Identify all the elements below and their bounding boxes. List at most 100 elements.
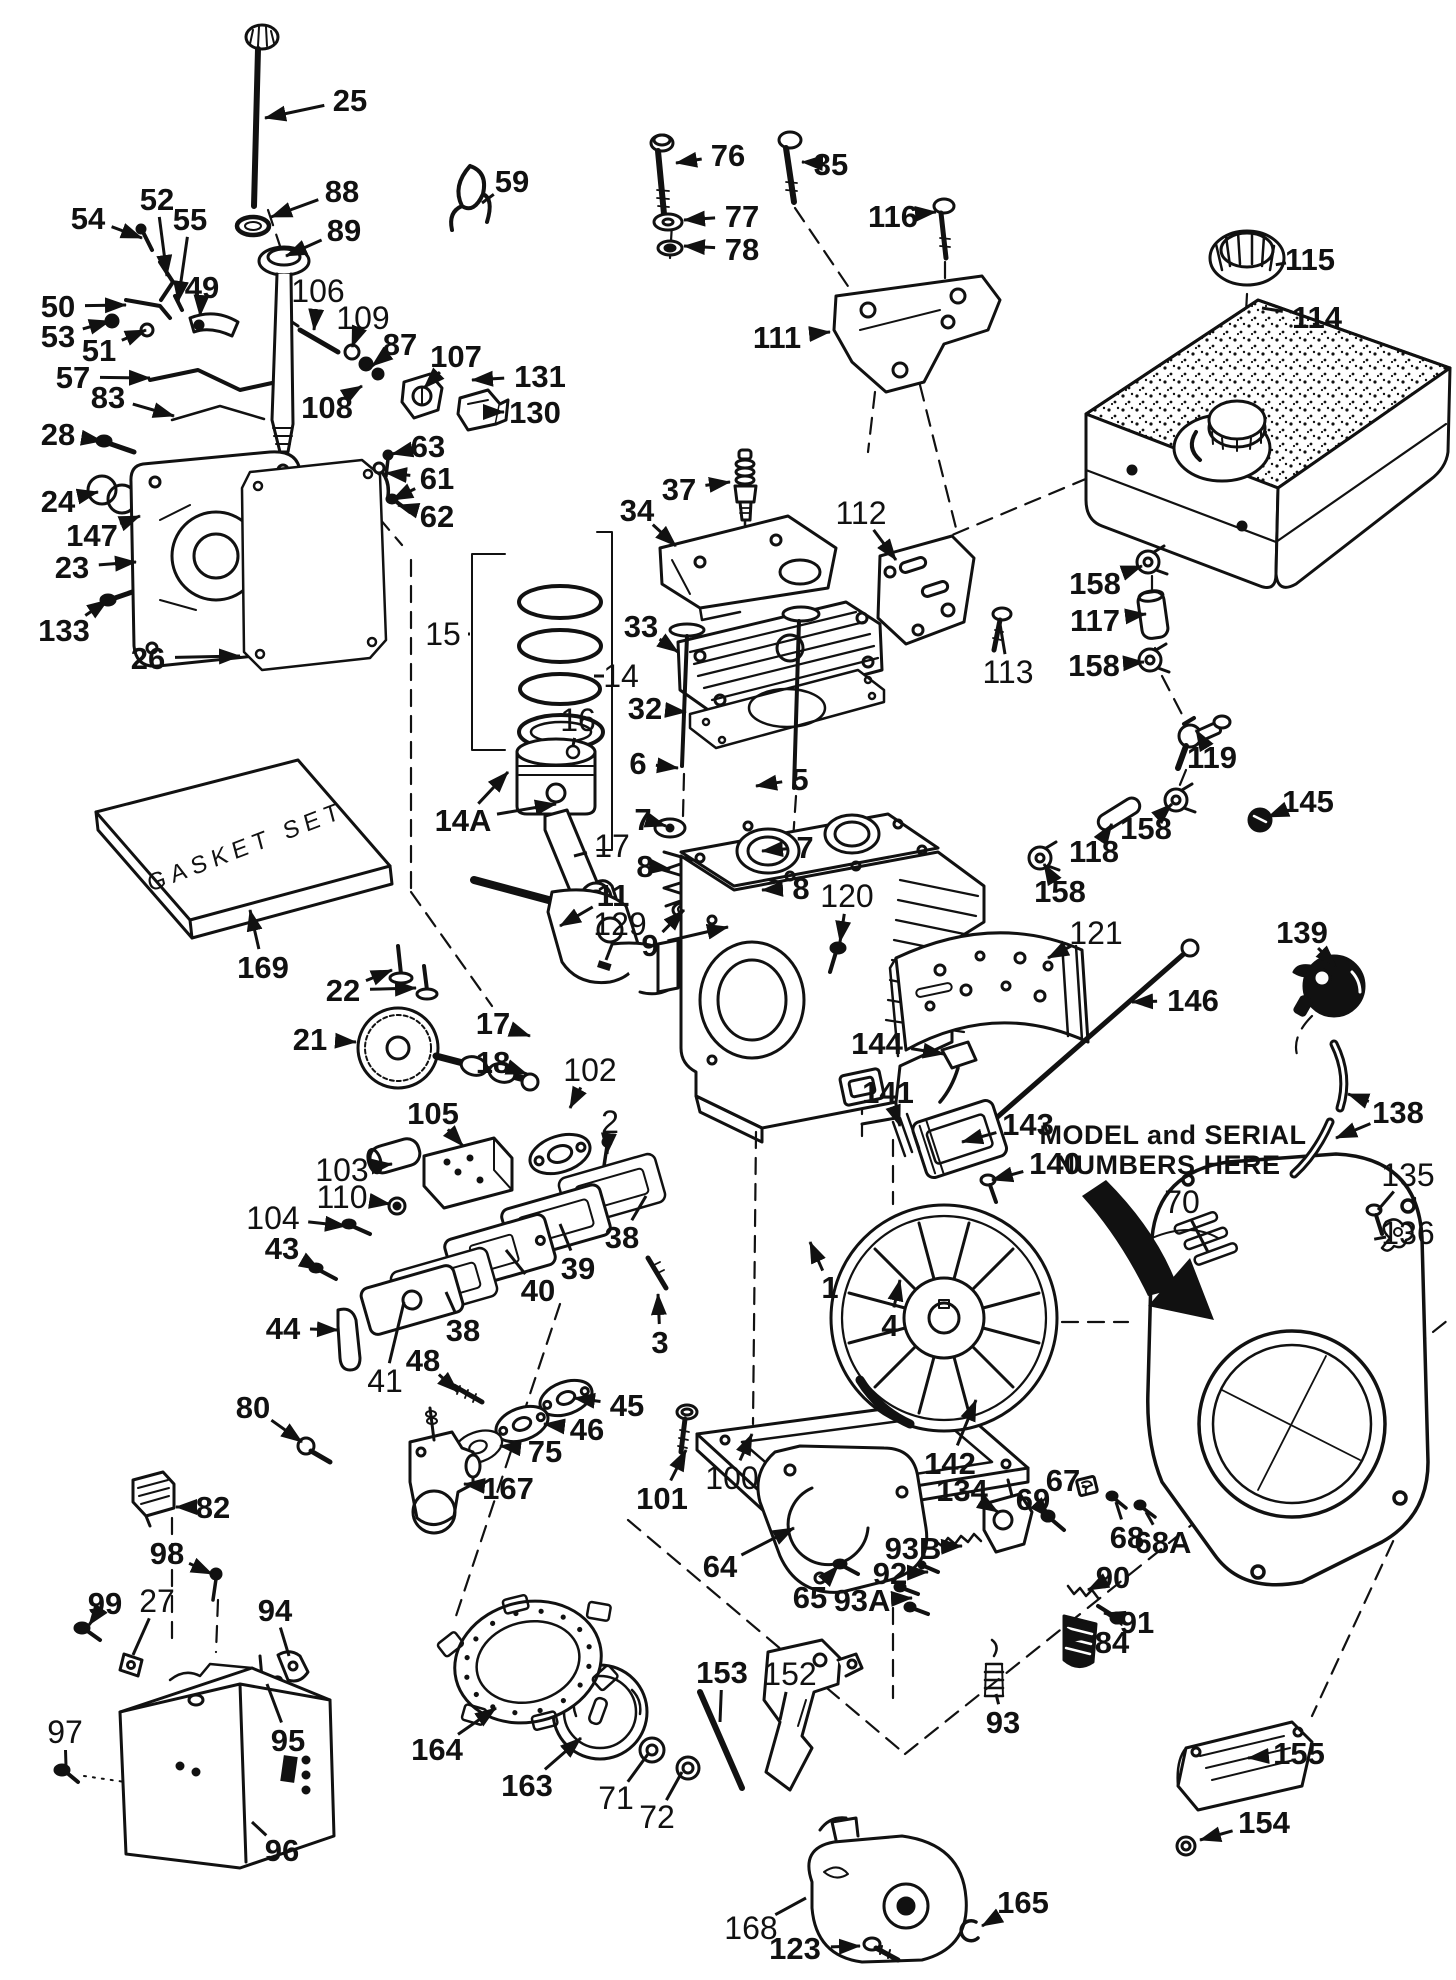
- leader-line-164: [457, 1706, 497, 1736]
- leader-line-108: [339, 384, 363, 404]
- starter-screen-drawing: [436, 1593, 619, 1732]
- part-label-1: 1: [821, 1270, 838, 1305]
- part-label-4: 4: [881, 1308, 899, 1343]
- leader-line-2: [600, 1132, 617, 1155]
- leader-line-57: [99, 369, 151, 386]
- part-label-52: 52: [140, 182, 174, 217]
- leader-line-105: [442, 1125, 465, 1148]
- heat-shield-drawing: [888, 931, 1090, 1058]
- leader-line-43: [297, 1252, 321, 1272]
- part-label-108: 108: [301, 390, 353, 425]
- leader-line-113: [998, 623, 1007, 655]
- head-gasket-drawing: [688, 668, 886, 750]
- condenser-drawing: [366, 1137, 422, 1175]
- part-label-46: 46: [570, 1412, 604, 1447]
- leader-line-153: [718, 1689, 723, 1723]
- leader-line-158a: [1119, 564, 1143, 581]
- camshaft-drawing: [356, 1006, 540, 1092]
- leader-line-143: [961, 1128, 997, 1145]
- leader-line-3: [650, 1293, 667, 1325]
- leader-line-37: [705, 476, 731, 493]
- part-label-27: 27: [139, 1583, 175, 1619]
- part-label-39: 39: [561, 1251, 595, 1286]
- leader-line-68: [1114, 1501, 1123, 1520]
- leader-line-95: [265, 1683, 283, 1724]
- leader-line-39: [558, 1223, 573, 1252]
- leader-line-44: [309, 1321, 339, 1338]
- part-label-167: 167: [482, 1471, 534, 1506]
- piston-rings-drawing: [517, 584, 605, 751]
- leader-line-26: [174, 648, 241, 665]
- part-label-99: 99: [88, 1586, 122, 1621]
- leader-line-76: [675, 151, 702, 168]
- leader-line-145: [1267, 801, 1291, 819]
- leader-line-87: [371, 346, 394, 368]
- carb-screw-drawing: [296, 1436, 333, 1465]
- leader-line-17a: [573, 851, 588, 858]
- stud-drawing: [451, 1383, 485, 1405]
- part-label-109: 109: [336, 300, 389, 336]
- part-label-119: 119: [1187, 740, 1237, 775]
- leader-line-115: [1275, 261, 1287, 267]
- part-label-140: 140: [1029, 1146, 1081, 1181]
- part-label-70: 70: [1164, 1184, 1200, 1220]
- leader-line-67: [1081, 1484, 1088, 1490]
- leader-line-141: [885, 1103, 902, 1127]
- part-label-110: 110: [316, 1179, 367, 1215]
- leader-line-131: [471, 370, 505, 387]
- part-label-77: 77: [725, 199, 759, 234]
- part-label-54: 54: [71, 201, 106, 236]
- piston-group-bracket: [596, 531, 613, 851]
- part-label-33: 33: [624, 609, 658, 644]
- part-label-23: 23: [55, 550, 89, 585]
- leader-line-69: [1029, 1497, 1052, 1520]
- leader-line-21: [334, 1032, 357, 1049]
- part-label-100: 100: [705, 1460, 758, 1496]
- leader-line-40: [504, 1249, 527, 1276]
- leader-line-165: [981, 1908, 1005, 1928]
- starter-clutch-drawing: [1292, 954, 1366, 1018]
- leader-line-101: [669, 1449, 688, 1482]
- leader-line-32: [664, 701, 687, 718]
- part-label-118: 118: [1069, 834, 1119, 869]
- part-label-26: 26: [131, 641, 165, 676]
- part-label-138: 138: [1372, 1095, 1424, 1130]
- leader-line-158d: [1042, 863, 1062, 887]
- leader-line-98: [188, 1557, 213, 1576]
- leader-line-48: [437, 1371, 460, 1394]
- leader-line-8b: [761, 880, 784, 897]
- valves-drawing: [668, 605, 821, 790]
- model-serial-note-line2: NUMBERS HERE: [1055, 1150, 1280, 1180]
- leader-line-119: [1194, 729, 1214, 753]
- leader-line-158b: [1122, 655, 1145, 672]
- leader-line-51: [121, 328, 147, 346]
- leader-line-14A: [477, 770, 510, 805]
- part-label-51: 51: [82, 333, 116, 368]
- leader-line-38a: [630, 1195, 648, 1221]
- leader-line-75: [499, 1440, 522, 1457]
- oring-drawing: [234, 214, 272, 238]
- head-bracket-drawing: [658, 514, 838, 622]
- leader-line-147: [117, 514, 141, 532]
- side-bracket-drawing: [876, 534, 976, 646]
- leader-line-117: [1124, 608, 1147, 625]
- part-label-142: 142: [924, 1446, 976, 1481]
- part-label-38b: 38: [446, 1313, 480, 1348]
- leader-line-107: [422, 367, 445, 390]
- part-label-14A: 14A: [435, 803, 492, 838]
- blower-housing-drawing: [1146, 1152, 1430, 1587]
- part-label-9: 9: [641, 928, 658, 963]
- leader-line-27: [131, 1617, 151, 1656]
- fuel-cap-drawing: [1208, 229, 1286, 287]
- leader-line-167: [463, 1477, 486, 1494]
- base-bolt-drawing: [675, 1403, 699, 1455]
- governor-linkage-drawing: [104, 223, 274, 422]
- leader-line-140: [991, 1166, 1024, 1183]
- part-label-78: 78: [725, 232, 759, 267]
- fuel-line-drawing: [1289, 1039, 1349, 1179]
- leader-line-34: [651, 523, 678, 548]
- part-label-59: 59: [495, 164, 529, 199]
- leader-line-144: [910, 1042, 945, 1059]
- part-label-80: 80: [236, 1390, 270, 1425]
- part-label-72: 72: [639, 1799, 675, 1835]
